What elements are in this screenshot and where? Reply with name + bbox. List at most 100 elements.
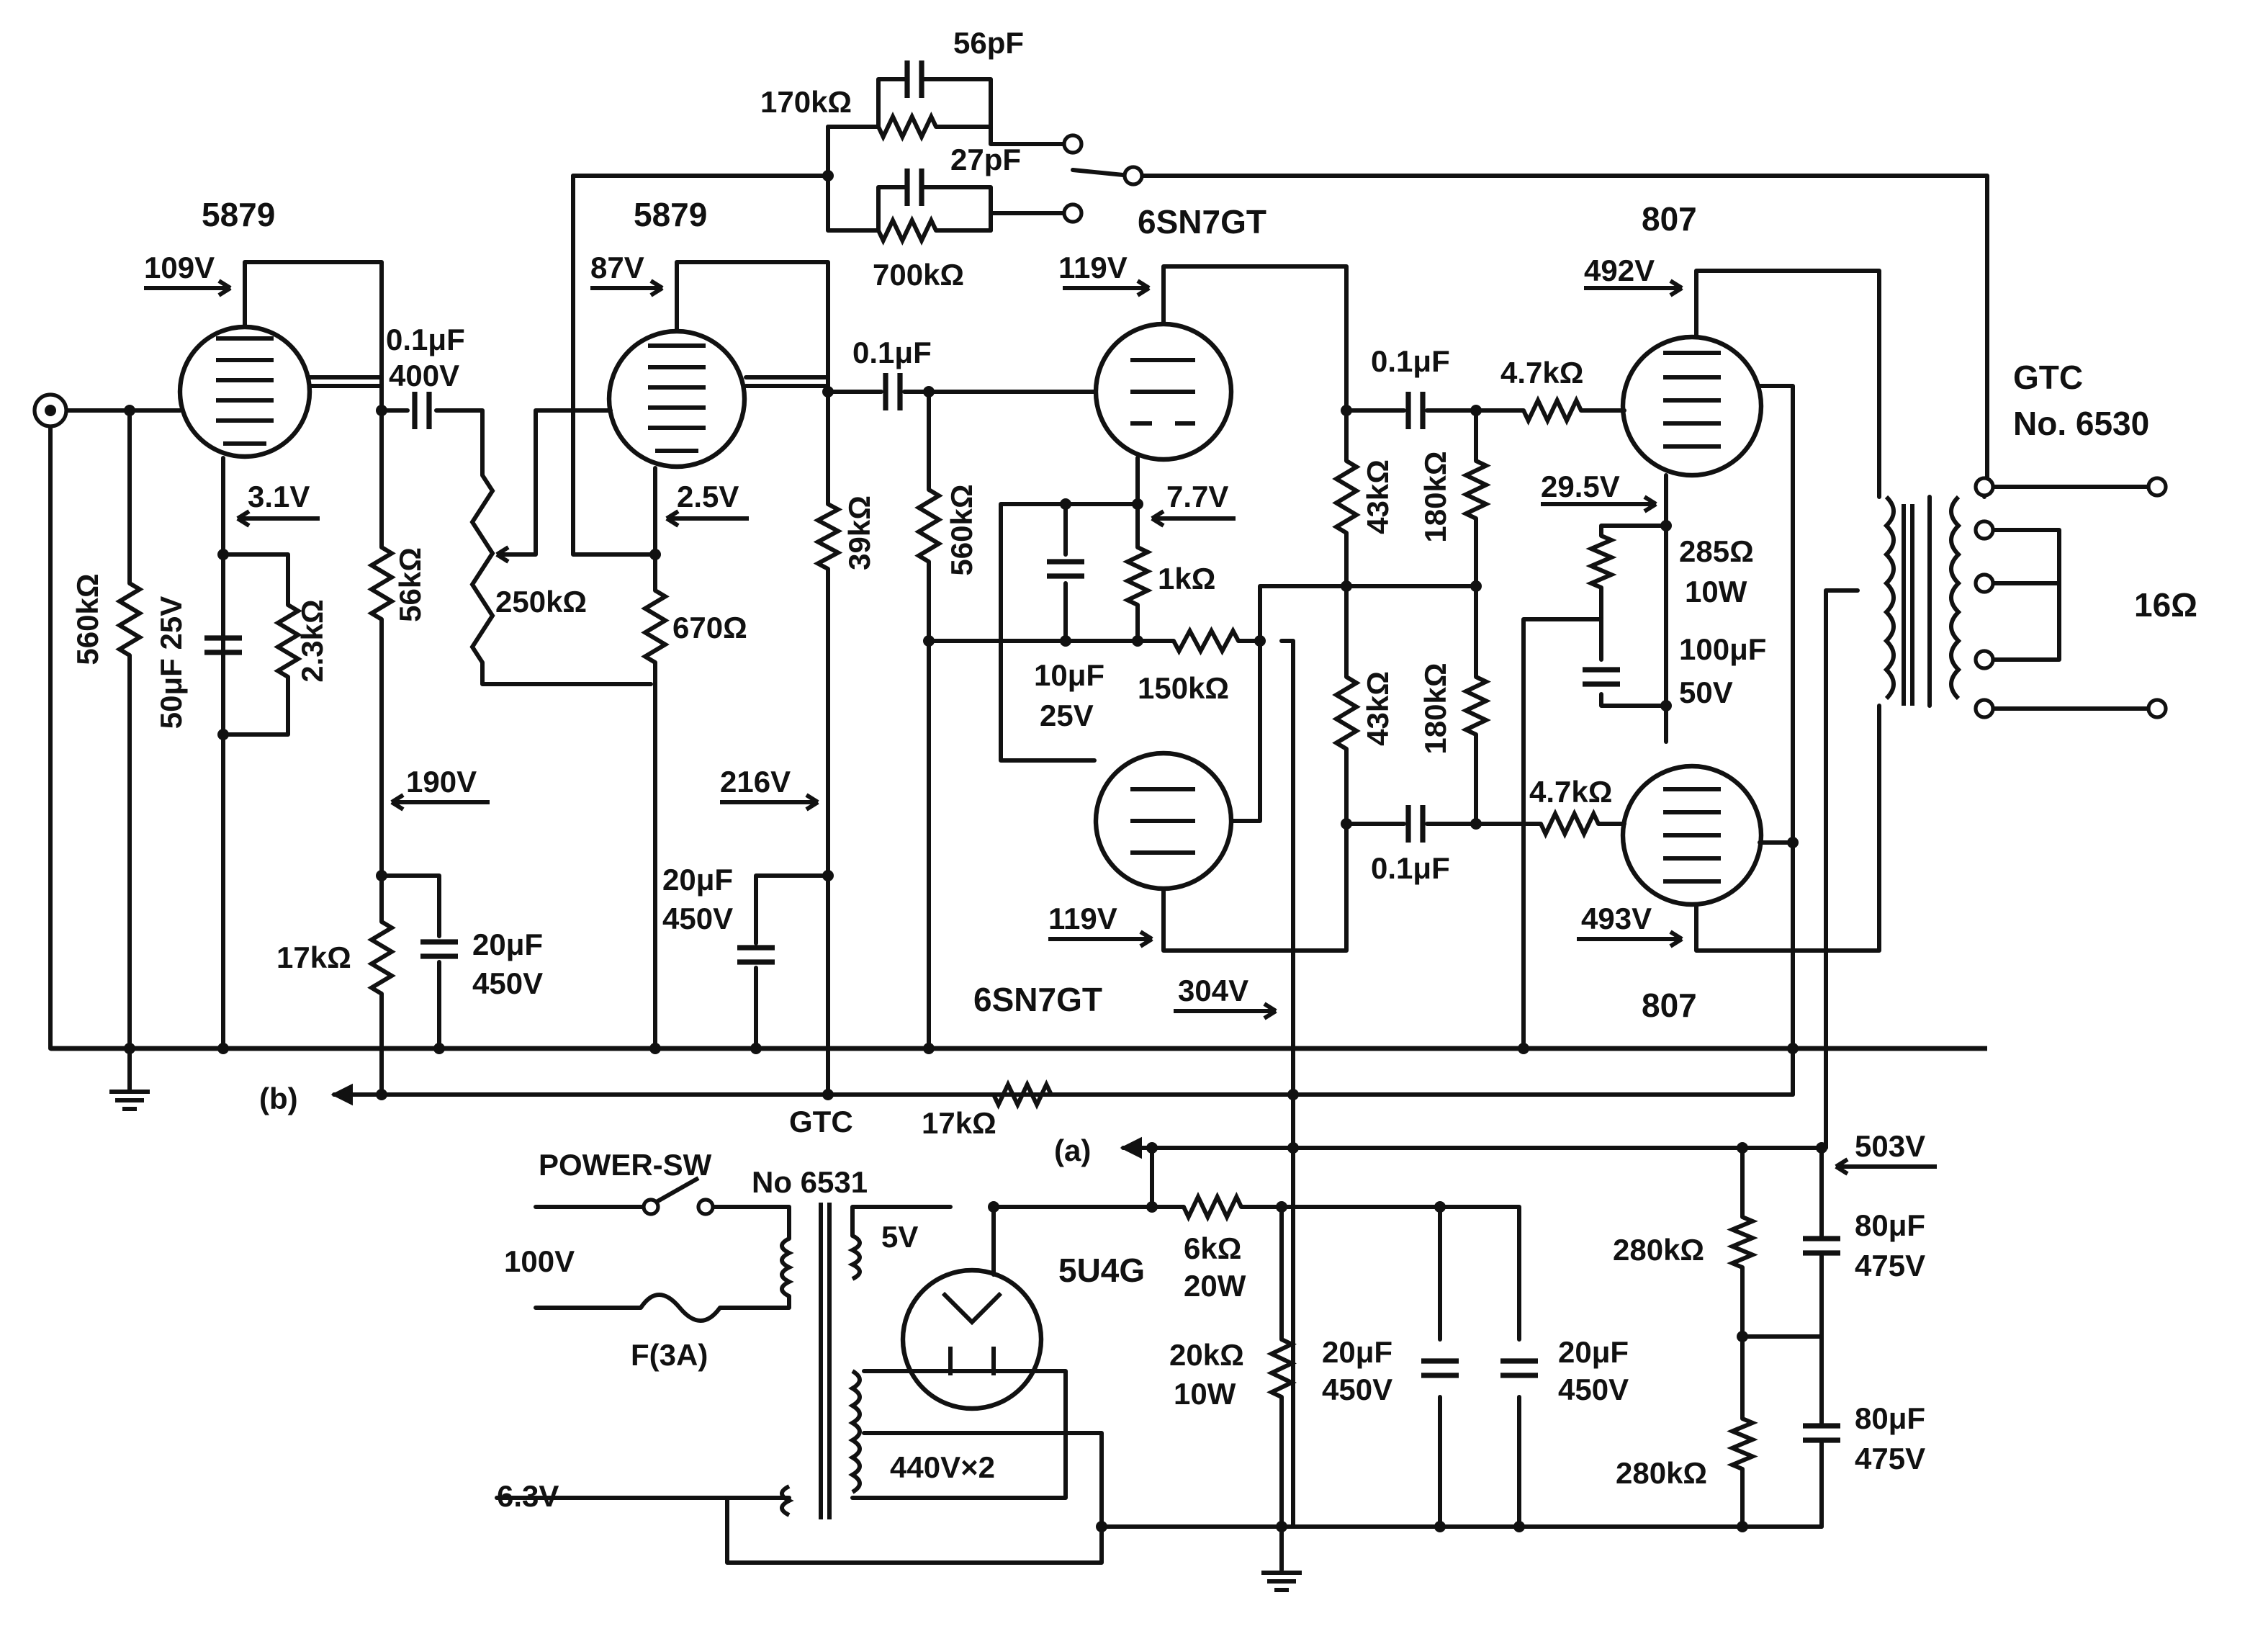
node-b-label: (b): [259, 1082, 298, 1115]
capacitor-80uF-bottom: [1803, 1423, 1840, 1443]
tube-v6-807-bottom: [1620, 763, 1764, 907]
cap-label-450v-ps2: 450V: [1558, 1373, 1629, 1406]
cap-label-0.1uF-3: 0.1μF: [1371, 344, 1450, 378]
cap-label-25v: 25V: [1040, 699, 1094, 732]
cap-label-27pF: 27pF: [950, 143, 1021, 176]
resistor-4.7k-bottom: [1539, 809, 1601, 839]
tube-v4-6sn7gt-bottom: [1093, 750, 1234, 891]
cap-label-80uF-bottom: 80μF: [1855, 1401, 1925, 1435]
capacitor-20uF-ps1: [1421, 1358, 1459, 1378]
res-label-4.7k-top: 4.7kΩ: [1500, 356, 1583, 390]
voltage-492v: 492V: [1584, 253, 1655, 287]
tube-v3-6sn7gt-top: [1093, 321, 1234, 462]
tube-v1-5879: [177, 324, 312, 459]
resistor-6k: [1182, 1192, 1243, 1222]
power-transformer-brand: GTC: [789, 1105, 853, 1138]
fuse-label: F(3A): [631, 1338, 708, 1372]
res-label-10w-bleeder: 10W: [1174, 1377, 1236, 1411]
cap-label-20uF-ps1: 20μF: [1322, 1335, 1392, 1369]
res-label-560k-input: 560kΩ: [71, 573, 104, 665]
res-label-180k-bottom: 180kΩ: [1418, 662, 1452, 754]
resistor-560k-input: [115, 581, 144, 657]
mains-voltage: 100V: [504, 1244, 575, 1278]
res-label-20w: 20W: [1184, 1269, 1246, 1303]
feedback-return: [1138, 174, 1989, 485]
voltage-119v-bottom: 119V: [1048, 902, 1117, 935]
output-transformer-gtc6530: [1883, 476, 2168, 719]
hv-secondary: 440V×2: [890, 1450, 995, 1484]
tube-label-v4: 6SN7GT: [973, 981, 1102, 1018]
tube-rectifier-5u4g: [900, 1267, 1044, 1411]
resistor-17k-decoupling: [367, 920, 396, 996]
resistor-280k-top: [1727, 1215, 1758, 1270]
voltage-503v: 503V: [1855, 1129, 1925, 1163]
voltage-7.7v: 7.7V: [1166, 480, 1228, 513]
resistor-43k-bottom: [1332, 675, 1361, 751]
res-label-670ohm: 670Ω: [672, 611, 747, 644]
cap-label-80uF-top: 80μF: [1855, 1208, 1925, 1242]
capacitor-100uF: [1583, 667, 1620, 687]
tube-v2-5879: [606, 328, 747, 470]
voltage-119v-top: 119V: [1058, 251, 1128, 284]
tube-label-v5: 807: [1642, 200, 1697, 238]
res-label-43k-bottom: 43kΩ: [1361, 671, 1395, 746]
tube-label-v3: 6SN7GT: [1138, 203, 1266, 241]
res-label-170k: 170kΩ: [760, 85, 852, 119]
cap-label-50v: 50V: [1679, 675, 1733, 709]
res-label-20k: 20kΩ: [1169, 1338, 1244, 1372]
res-label-10w-cathode: 10W: [1685, 575, 1747, 608]
power-switch-label: POWER-SW: [539, 1148, 712, 1182]
node-arrows: [330, 1083, 1142, 1159]
capacitor-0.1uF-bottom: [1405, 805, 1426, 843]
capacitor-20uF-ps2: [1500, 1358, 1538, 1378]
resistor-43k-top: [1332, 459, 1361, 535]
filament-6.3v: 6.3V: [497, 1479, 559, 1513]
voltage-190v: 190V: [406, 765, 477, 799]
cap-label-400v: 400V: [389, 359, 459, 392]
resistor-2.3k: [274, 603, 302, 679]
tube-label-v2: 5879: [634, 196, 707, 233]
resistor-17k-b: [991, 1079, 1053, 1110]
resistor-170k: [876, 112, 938, 142]
res-label-250k: 250kΩ: [495, 585, 587, 619]
cap-label-50uF-25v: 50μF 25V: [154, 596, 188, 729]
feedback-selector-switch: [1062, 133, 1144, 224]
cap-label-0.1uF-2: 0.1μF: [852, 336, 932, 369]
filament-5v: 5V: [881, 1220, 918, 1254]
cap-label-450v-dec: 450V: [472, 966, 543, 1000]
resistor-560k-grid: [914, 488, 943, 564]
labels: 5879 5879 6SN7GT 6SN7GT 807 807 5U4G 109…: [71, 26, 2197, 1513]
capacitor-20uF-decoupling: [420, 939, 458, 959]
res-label-39k: 39kΩ: [842, 495, 876, 570]
node-a-label: (a): [1054, 1133, 1091, 1167]
voltage-arrows: [144, 279, 1937, 1176]
res-label-1k: 1kΩ: [1158, 562, 1215, 596]
cap-label-450v-ps1: 450V: [1322, 1373, 1392, 1406]
fuse-3a: [639, 1293, 722, 1323]
voltage-304v: 304V: [1178, 974, 1248, 1007]
capacitor-50uF: [204, 635, 242, 655]
res-label-56k: 56kΩ: [393, 547, 427, 622]
voltage-2.5v: 2.5V: [677, 480, 739, 513]
cap-label-0.1uF-1: 0.1μF: [386, 323, 465, 356]
voltage-87v: 87V: [590, 251, 644, 284]
tube-label-rectifier: 5U4G: [1058, 1252, 1145, 1289]
res-label-2.3k: 2.3kΩ: [295, 599, 329, 682]
ground-symbols: [109, 1048, 1302, 1592]
resistor-180k-bottom: [1461, 675, 1491, 737]
junctions: [124, 170, 1827, 1532]
capacitor-10uF: [1047, 559, 1084, 579]
cap-label-0.1uF-4: 0.1μF: [1371, 851, 1450, 885]
wiring: [48, 77, 2159, 1572]
voltage-3.1v: 3.1V: [248, 480, 310, 513]
res-label-17k-b: 17kΩ: [922, 1106, 996, 1140]
cap-label-100uF: 100μF: [1679, 632, 1766, 666]
passive-components: [115, 60, 1840, 1471]
tube-label-v6: 807: [1642, 987, 1697, 1024]
resistor-180k-top: [1461, 459, 1491, 521]
output-terminal-bottom: [2146, 698, 2168, 719]
capacitor-20uF-screen: [737, 945, 775, 965]
cap-label-56pF: 56pF: [953, 26, 1024, 60]
capacitor-80uF-top: [1803, 1236, 1840, 1256]
